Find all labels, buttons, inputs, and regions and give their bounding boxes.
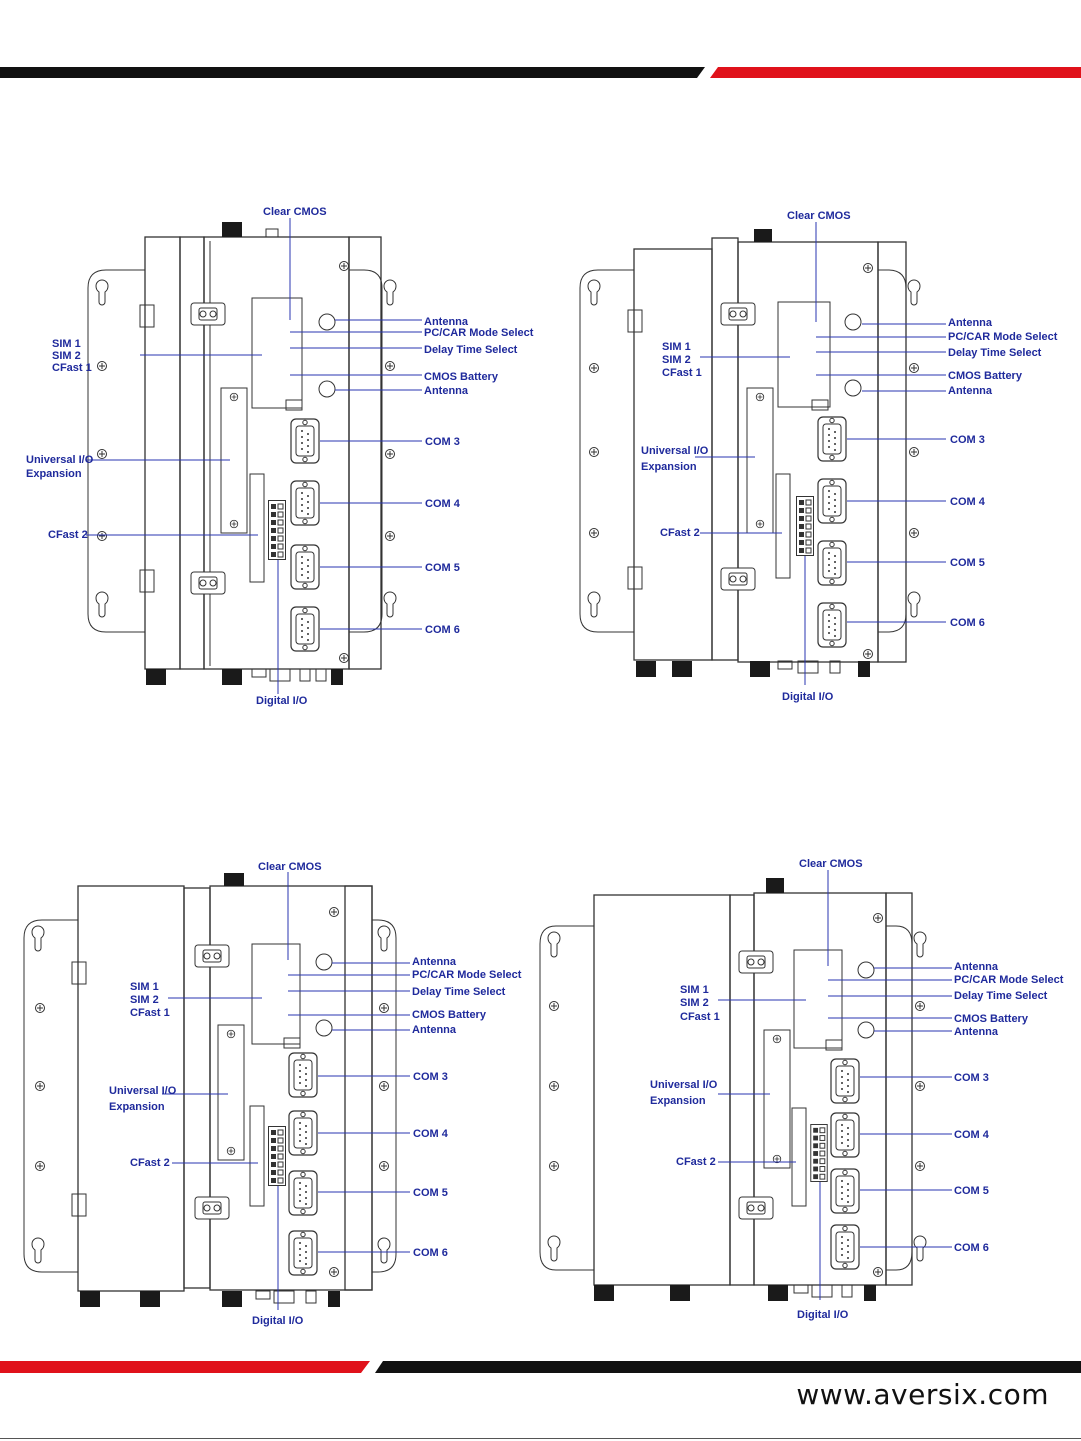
- view-3-com6-label: COM 6: [413, 1247, 448, 1259]
- view-3: Clear CMOS Antenna PC/CAR Mode Select De…: [23, 861, 522, 1327]
- view-4-cfast1-label: CFast 1: [680, 1011, 720, 1023]
- view-4-com6-label: COM 6: [954, 1242, 989, 1254]
- view-3-antenna-top-label: Antenna: [412, 956, 457, 968]
- view-2-chassis: [579, 229, 921, 677]
- view-4-sim2-label: SIM 2: [680, 997, 709, 1009]
- footer-rule: [0, 1438, 1081, 1439]
- view-1-clear-cmos-label: Clear CMOS: [263, 206, 327, 218]
- header-band: [0, 67, 1081, 78]
- view-1-antenna-bottom-label: Antenna: [424, 385, 469, 397]
- view-3-pc-car-label: PC/CAR Mode Select: [412, 969, 522, 981]
- view-3-sim1-label: SIM 1: [130, 981, 159, 993]
- view-2-pc-car-label: PC/CAR Mode Select: [948, 331, 1058, 343]
- view-3-com5-label: COM 5: [413, 1187, 448, 1199]
- view-1-cfast2-label: CFast 2: [48, 529, 88, 541]
- header-dark-stripe: [0, 67, 705, 78]
- view-2-sim1-label: SIM 1: [662, 341, 691, 353]
- view-1-sim2-label: SIM 2: [52, 350, 81, 362]
- view-4-labels: Clear CMOS Antenna PC/CAR Mode Select De…: [650, 858, 1064, 1321]
- view-1-uio-label-line1: Universal I/O: [26, 454, 94, 466]
- view-4-dio-label: Digital I/O: [797, 1309, 849, 1321]
- view-2-com3-label: COM 3: [950, 434, 985, 446]
- view-1-labels: Clear CMOS Antenna PC/CAR Mode Select De…: [26, 206, 534, 707]
- view-2-com5-label: COM 5: [950, 557, 985, 569]
- view-4-com4-label: COM 4: [954, 1129, 990, 1141]
- view-4-chassis: [539, 878, 927, 1301]
- view-3-com4-label: COM 4: [413, 1128, 449, 1140]
- view-1-chassis: [87, 222, 397, 685]
- view-2-clear-cmos-label: Clear CMOS: [787, 210, 851, 222]
- view-4-cfast2-label: CFast 2: [676, 1156, 716, 1168]
- view-4-antenna-top-label: Antenna: [954, 961, 999, 973]
- view-1-cmos-battery-label: CMOS Battery: [424, 371, 499, 383]
- view-1-uio-label-line2: Expansion: [26, 468, 82, 480]
- view-3-antenna-bottom-label: Antenna: [412, 1024, 457, 1036]
- view-2-antenna-top-label: Antenna: [948, 317, 993, 329]
- view-2-cmos-battery-label: CMOS Battery: [948, 370, 1023, 382]
- view-2-leaders: [695, 222, 946, 685]
- view-3-com3-label: COM 3: [413, 1071, 448, 1083]
- view-4-com5-label: COM 5: [954, 1185, 989, 1197]
- view-2-uio-label-line2: Expansion: [641, 461, 697, 473]
- footer-band: [0, 1361, 1081, 1373]
- view-3-clear-cmos-label: Clear CMOS: [258, 861, 322, 873]
- footer-dark-stripe: [375, 1361, 1081, 1373]
- view-3-leaders: [162, 872, 410, 1310]
- view-2-com4-label: COM 4: [950, 496, 986, 508]
- view-2-antenna-bottom-label: Antenna: [948, 385, 993, 397]
- view-3-chassis: [23, 873, 397, 1307]
- view-3-cfast2-label: CFast 2: [130, 1157, 170, 1169]
- view-3-uio-label-line2: Expansion: [109, 1101, 165, 1113]
- footer-url[interactable]: www.aversix.com: [796, 1378, 1049, 1411]
- view-2-delay-label: Delay Time Select: [948, 347, 1042, 359]
- view-4-clear-cmos-label: Clear CMOS: [799, 858, 863, 870]
- view-2-labels: Clear CMOS Antenna PC/CAR Mode Select De…: [641, 210, 1058, 703]
- view-4-sim1-label: SIM 1: [680, 984, 709, 996]
- view-2-cfast2-label: CFast 2: [660, 527, 700, 539]
- view-1-leaders: [86, 218, 422, 694]
- view-2-uio-label-line1: Universal I/O: [641, 445, 709, 457]
- view-3-cfast1-label: CFast 1: [130, 1007, 170, 1019]
- view-3-cmos-battery-label: CMOS Battery: [412, 1009, 487, 1021]
- footer-red-stripe: [0, 1361, 370, 1373]
- view-4: Clear CMOS Antenna PC/CAR Mode Select De…: [539, 858, 1064, 1321]
- view-1: Clear CMOS Antenna PC/CAR Mode Select De…: [26, 206, 534, 707]
- view-1-cfast1-label: CFast 1: [52, 362, 92, 374]
- view-4-pc-car-label: PC/CAR Mode Select: [954, 974, 1064, 986]
- view-1-com6-label: COM 6: [425, 624, 460, 636]
- view-4-antenna-bottom-label: Antenna: [954, 1026, 999, 1038]
- view-3-labels: Clear CMOS Antenna PC/CAR Mode Select De…: [109, 861, 522, 1327]
- view-1-com3-label: COM 3: [425, 436, 460, 448]
- view-4-leaders: [718, 870, 952, 1300]
- view-1-antenna-top-label: Antenna: [424, 316, 469, 328]
- view-4-uio-label-line2: Expansion: [650, 1095, 706, 1107]
- view-4-uio-label-line1: Universal I/O: [650, 1079, 718, 1091]
- view-1-dio-label: Digital I/O: [256, 695, 308, 707]
- view-4-delay-label: Delay Time Select: [954, 990, 1048, 1002]
- view-2: Clear CMOS Antenna PC/CAR Mode Select De…: [579, 210, 1058, 703]
- view-1-com5-label: COM 5: [425, 562, 460, 574]
- view-3-delay-label: Delay Time Select: [412, 986, 506, 998]
- view-1-com4-label: COM 4: [425, 498, 461, 510]
- view-1-pc-car-label: PC/CAR Mode Select: [424, 327, 534, 339]
- view-2-dio-label: Digital I/O: [782, 691, 834, 703]
- view-2-com6-label: COM 6: [950, 617, 985, 629]
- view-1-delay-label: Delay Time Select: [424, 344, 518, 356]
- view-2-cfast1-label: CFast 1: [662, 367, 702, 379]
- view-3-sim2-label: SIM 2: [130, 994, 159, 1006]
- view-1-sim1-label: SIM 1: [52, 338, 81, 350]
- view-4-cmos-battery-label: CMOS Battery: [954, 1013, 1029, 1025]
- view-3-uio-label-line1: Universal I/O: [109, 1085, 177, 1097]
- view-2-sim2-label: SIM 2: [662, 354, 691, 366]
- view-4-com3-label: COM 3: [954, 1072, 989, 1084]
- header-red-stripe: [710, 67, 1081, 78]
- view-3-dio-label: Digital I/O: [252, 1315, 304, 1327]
